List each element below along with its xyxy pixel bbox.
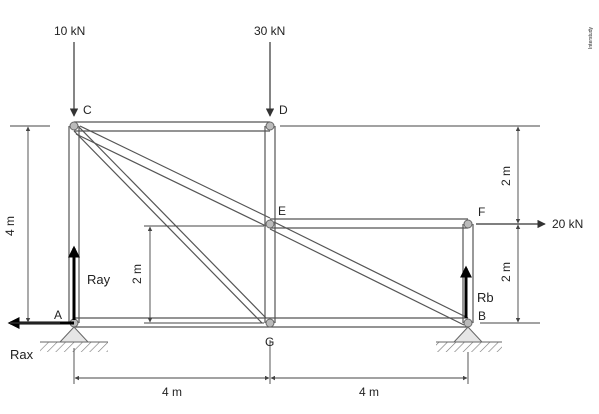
watermark: Interstudy — [588, 27, 594, 49]
node-label-b: B — [478, 309, 486, 323]
node-label-g: G — [265, 335, 274, 349]
load-label-c: 10 kN — [54, 24, 85, 38]
node-label-a: A — [54, 308, 62, 322]
dimension-lines — [10, 125, 540, 384]
joint-g — [265, 318, 275, 328]
joint-e — [265, 219, 275, 229]
joint-c — [69, 121, 79, 131]
joint-f — [463, 219, 473, 229]
joints — [69, 121, 473, 328]
dim-label-inner-height: 2 m — [130, 264, 144, 284]
node-label-f: F — [478, 205, 485, 219]
member-eb — [273, 221, 469, 319]
load-arrows — [69, 42, 546, 229]
load-label-d: 30 kN — [254, 24, 285, 38]
dim-label-right-upper: 2 m — [499, 166, 513, 186]
truss-members — [68, 121, 474, 328]
dim-label-right-lower: 2 m — [499, 262, 513, 282]
support-a — [40, 326, 108, 352]
dim-label-span-right: 4 m — [359, 385, 379, 399]
member-ce — [79, 125, 271, 219]
reaction-label-ay: Ray — [87, 272, 111, 287]
dim-label-left-height: 4 m — [3, 216, 17, 236]
support-b — [436, 326, 502, 352]
reaction-label-b: Rb — [477, 290, 494, 305]
node-label-d: D — [279, 103, 288, 117]
joint-b — [463, 318, 473, 328]
reaction-label-ax: Rax — [10, 347, 34, 362]
dim-label-span-left: 4 m — [162, 385, 182, 399]
node-label-c: C — [83, 103, 92, 117]
joint-d — [265, 121, 275, 131]
node-label-e: E — [278, 204, 286, 218]
member-cg — [77, 125, 267, 319]
load-label-f: 20 kN — [552, 217, 583, 231]
